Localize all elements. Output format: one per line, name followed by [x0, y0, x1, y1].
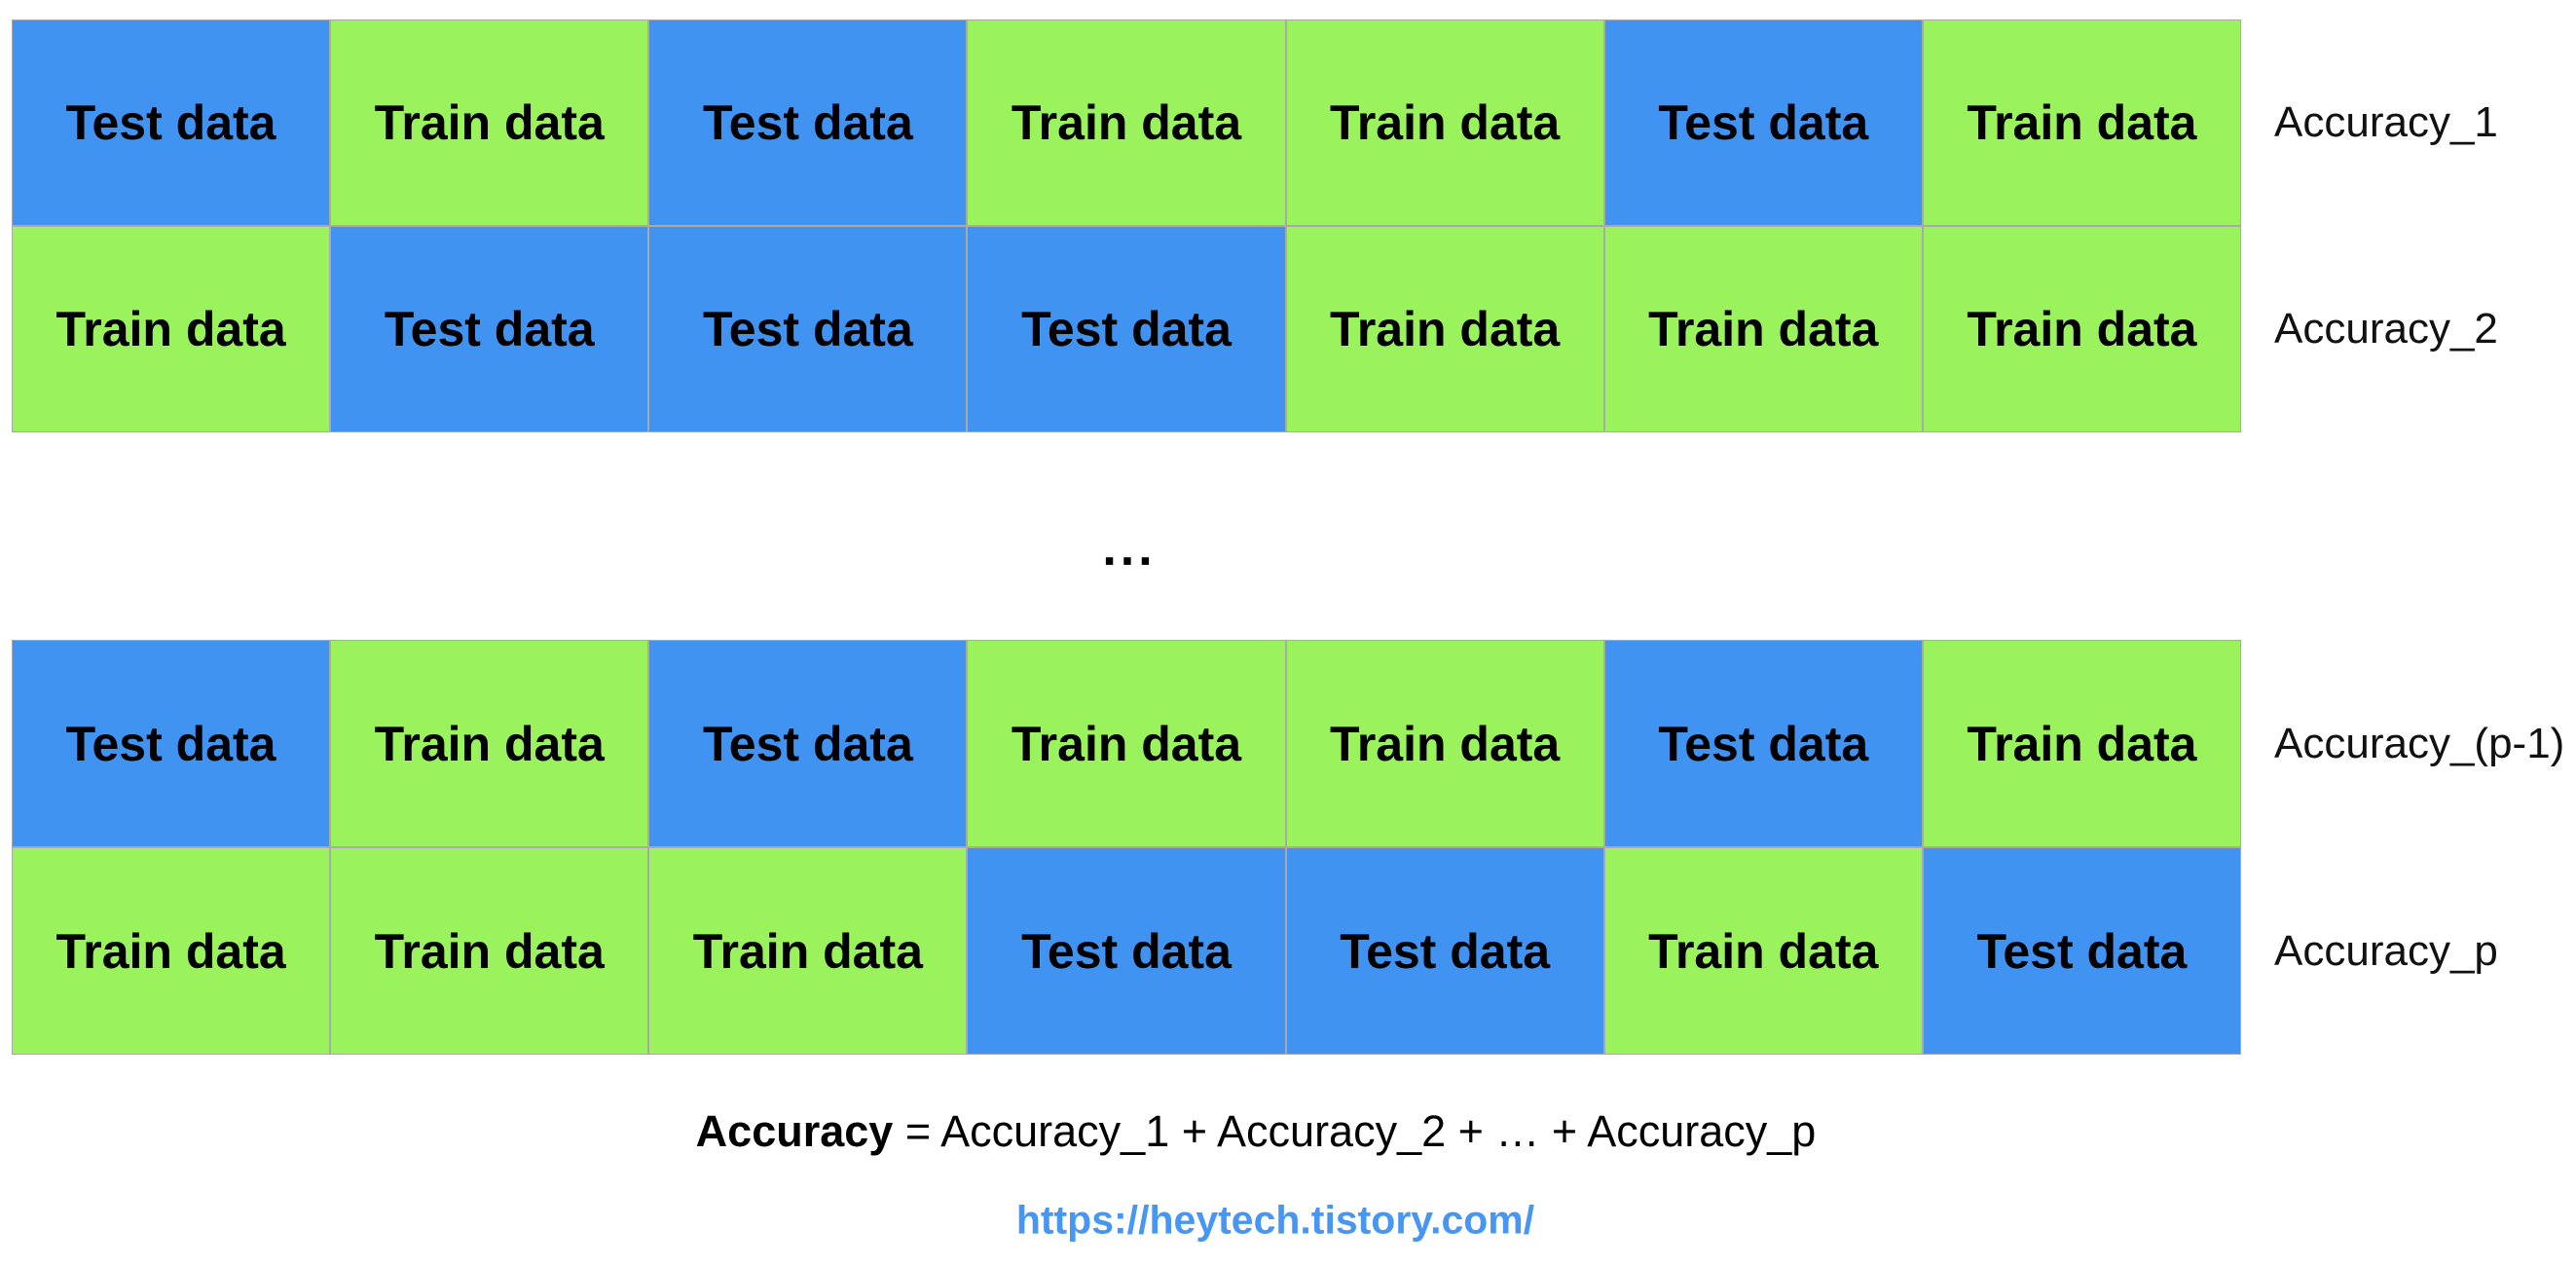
- row-label: Accuracy_1: [2274, 98, 2498, 146]
- fold-cells: Train data Train data Train data Test data T…: [12, 847, 2241, 1055]
- cell-label: Test data: [1976, 923, 2188, 979]
- cell-label: Test data: [702, 95, 913, 150]
- grid-cell-train: Train data: [967, 19, 1286, 226]
- formula-rhs: = Accuracy_1 + Accuracy_2 + … + Accuracy…: [893, 1106, 1817, 1156]
- grid-cell-test: Test data: [12, 19, 331, 226]
- cell-label: Test data: [1658, 95, 1869, 150]
- fold-row: Train data Train data Train data Test data T…: [12, 847, 2576, 1055]
- grid-cell-train: Train data: [648, 847, 968, 1055]
- cell-label: Test data: [1021, 302, 1232, 356]
- cell-label: Test data: [65, 95, 276, 150]
- grid-cell-test: Test data: [330, 226, 649, 432]
- source-link[interactable]: https://heytech.tistory.com/: [1015, 1197, 1535, 1243]
- grid-cell-train: Train data: [12, 226, 331, 432]
- grid-cell-test: Test data: [1603, 19, 1923, 226]
- cell-label: Train data: [1967, 716, 2197, 771]
- cell-label: Train data: [1330, 302, 1561, 356]
- cell-label: Train data: [1011, 716, 1242, 771]
- cell-label: Test data: [384, 302, 595, 356]
- cell-label: Train data: [374, 95, 605, 150]
- grid-cell-train: Train data: [1922, 226, 2241, 432]
- row-label: Accuracy_(p-1): [2274, 719, 2565, 767]
- cell-label: Train data: [1967, 95, 2197, 150]
- grid-cell-train: Train data: [1603, 226, 1923, 432]
- grid-cell-train: Train data: [330, 19, 649, 226]
- cell-label: Train data: [55, 923, 286, 979]
- fold-cells: Test data Train data Test data Train data Tr…: [12, 640, 2241, 847]
- grid-cell-train: Train data: [330, 640, 649, 847]
- grid-cell-test: Test data: [648, 226, 968, 432]
- grid-cell-test: Test data: [1603, 640, 1923, 847]
- accuracy-formula: Accuracy = Accuracy_1 + Accuracy_2 + … +…: [696, 1106, 1817, 1157]
- grid-cell-train: Train data: [1285, 640, 1604, 847]
- cell-label: Test data: [702, 302, 913, 356]
- cell-label: Test data: [1021, 923, 1232, 979]
- row-label: Accuracy_2: [2274, 305, 2498, 353]
- grid-cell-train: Train data: [1285, 19, 1604, 226]
- grid-cell-test: Test data: [648, 19, 968, 226]
- grid-cell-test: Test data: [648, 640, 968, 847]
- cell-label: Train data: [1330, 716, 1561, 771]
- grid-cell-test: Test data: [967, 847, 1286, 1055]
- cell-label: Train data: [55, 302, 286, 356]
- fold-row: Train data Test data Test data Test data Tra…: [12, 226, 2576, 432]
- cell-label: Test data: [702, 716, 913, 771]
- fold-row: Test data Train data Test data Train data Tr…: [12, 640, 2576, 847]
- grid-cell-train: Train data: [12, 847, 331, 1055]
- cell-label: Train data: [1967, 302, 2197, 356]
- cell-label: Test data: [65, 716, 276, 771]
- cell-label: Train data: [374, 923, 605, 979]
- cell-label: Test data: [1658, 716, 1869, 771]
- grid-cell-test: Test data: [1285, 847, 1604, 1055]
- formula-lhs: Accuracy: [695, 1106, 894, 1156]
- grid-cell-test: Test data: [12, 640, 331, 847]
- fold-row: Test data Train data Test data Train data Tr…: [12, 19, 2576, 226]
- fold-cells: Test data Train data Test data Train data Tr…: [12, 19, 2241, 226]
- grid-cell-train: Train data: [1922, 640, 2241, 847]
- grid-cell-train: Train data: [330, 847, 649, 1055]
- grid-cell-test: Test data: [967, 226, 1286, 432]
- between-blocks-ellipsis: ...: [1102, 520, 1157, 577]
- cell-label: Train data: [1330, 95, 1561, 150]
- grid-cell-train: Train data: [1285, 226, 1604, 432]
- grid-cell-test: Test data: [1922, 847, 2241, 1055]
- grid-cell-train: Train data: [1922, 19, 2241, 226]
- grid-cell-train: Train data: [1603, 847, 1923, 1055]
- cell-label: Train data: [1011, 95, 1242, 150]
- cell-label: Train data: [692, 923, 923, 979]
- grid-cell-train: Train data: [967, 640, 1286, 847]
- cell-label: Train data: [1648, 302, 1879, 356]
- row-label: Accuracy_p: [2274, 926, 2498, 975]
- cell-label: Train data: [374, 716, 605, 771]
- fold-cells: Train data Test data Test data Test data Tra…: [12, 226, 2241, 432]
- cell-label: Test data: [1340, 923, 1551, 979]
- cell-label: Train data: [1648, 923, 1879, 979]
